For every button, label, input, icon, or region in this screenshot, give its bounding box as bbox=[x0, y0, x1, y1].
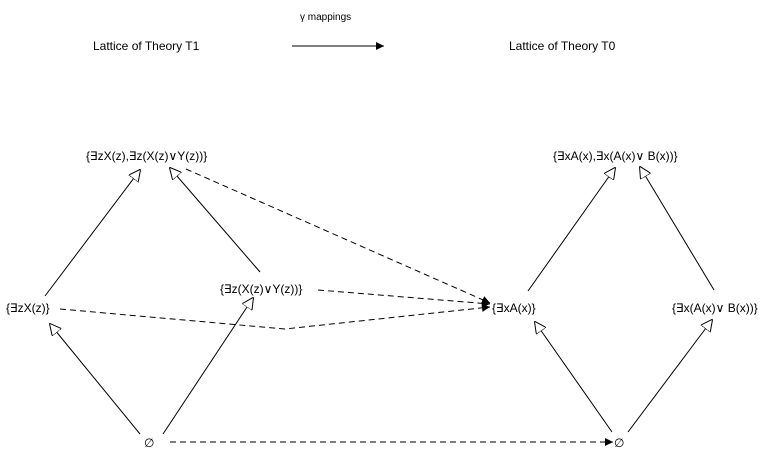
edge-t1-right-to-top bbox=[170, 168, 261, 273]
legend-mapping-label: γ mappings bbox=[300, 12, 351, 23]
mapping-t1-right-to-t0-left bbox=[317, 289, 491, 308]
node-t0-right: {∃x(A(x)∨ B(x))} bbox=[672, 301, 758, 315]
edge-t0-right-to-top bbox=[640, 167, 715, 291]
node-t1-bottom: ∅ bbox=[144, 436, 154, 450]
title-theory-t1: Lattice of Theory T1 bbox=[93, 39, 200, 53]
node-t0-bottom: ∅ bbox=[614, 436, 624, 450]
node-t1-top: {∃zX(z),∃z(X(z)∨Y(z))} bbox=[86, 149, 207, 163]
node-t0-left: {∃xA(x)} bbox=[492, 301, 536, 315]
edge-t1-bottom-to-left bbox=[50, 324, 141, 435]
title-theory-t0: Lattice of Theory T0 bbox=[509, 39, 616, 53]
edge-t0-bottom-to-right bbox=[627, 320, 712, 433]
edge-t0-bottom-to-left bbox=[535, 322, 613, 433]
mapping-t1-left-to-t0-left bbox=[59, 303, 491, 330]
edge-t0-left-to-top bbox=[527, 168, 615, 292]
mapping-t1-top-to-t0-left bbox=[185, 168, 491, 304]
edge-t1-left-to-top bbox=[44, 170, 140, 297]
edge-t1-bottom-to-right bbox=[162, 298, 253, 435]
node-t0-top: {∃xA(x),∃x(A(x)∨ B(x))} bbox=[553, 149, 678, 163]
node-t1-left: {∃zX(z)} bbox=[6, 301, 50, 315]
node-t1-right: {∃z(X(z)∨Y(z))} bbox=[220, 282, 302, 296]
